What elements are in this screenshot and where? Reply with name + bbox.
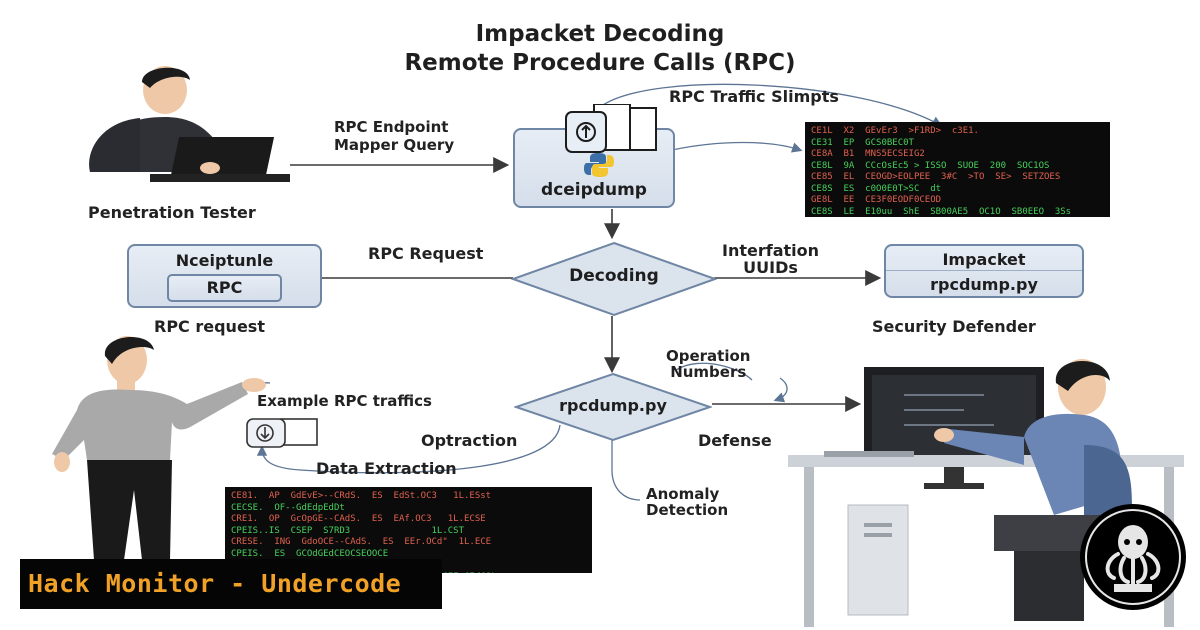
terminal-line: CE1L X2 GEvEr3 >F1RD> c3E1. [811,126,979,136]
anomaly-line-1: Anomaly [646,485,720,503]
terminal-line: CPEIS. ES GCOdGEdCEOCSEOOCE [231,548,389,559]
rpc-request-arrow-label: RPC Request [368,244,484,263]
traffic-documents-icon [246,418,318,448]
anomaly-detection-label: Anomaly Detection [646,486,728,518]
terminal-bottom-panel: CE81. AP GdEvE>--CRdS. ES EdSt.OC3 1L.ES… [225,487,592,573]
example-traffics-label: Example RPC traffics [257,392,432,410]
terminal-line: GE8L EE CE3F0EODF0CEOD [811,195,942,205]
nceiptunle-title: Nceiptunle [175,251,274,270]
rpcdump-label: rpcdump.py [559,396,667,415]
anomaly-line-2: Detection [646,501,729,519]
arrow-data-extraction [256,424,561,474]
interfation-uuids-label: Interfation UUIDs [722,242,819,276]
endpoint-query-label: RPC Endpoint Mapper Query [334,118,454,154]
documents-icon [565,104,657,153]
traffic-slimpts-label: RPC Traffic Slimpts [669,87,839,106]
endpoint-line-2: Mapper Query [334,136,455,154]
impacket-title: Impacket [942,250,1026,269]
security-defender-label: Security Defender [872,317,1036,336]
impacket-node[interactable]: Impacket rpcdump.py [884,244,1084,298]
optraction-label: Optraction [421,431,518,450]
decoding-node[interactable] [511,241,717,317]
terminal-line: CE81. AP GdEvE>--CRdS. ES EdSt.OC3 1L.ES… [231,491,492,501]
dceipdump-label: dceipdump [541,180,647,200]
octopus-logo-badge [1080,504,1186,610]
python-logo-icon [584,153,614,177]
terminal-line: CE8S LE E10uu ShE SB00AE5 OC1O SB0EEO 3S… [811,206,1072,217]
presenter-figure [52,336,266,560]
terminal-line: CE85 EL CEOGD>EOLPEE 3#C >TO SE> SETZOES [811,172,1061,182]
title-line-1: Impacket Decoding [475,21,725,47]
terminal-line: CPEIS..IS CSEP S7RD3 1L.CST [231,525,464,536]
interfation-line-2: UUIDs [743,258,798,277]
terminal-line: CE31 EP GCS0BEC0T [811,137,914,148]
operation-line-1: Operation [666,347,751,365]
operation-numbers-label: Operation Numbers [666,348,750,380]
page-title: Impacket Decoding Remote Procedure Calls… [300,20,900,78]
rpcdump-node[interactable] [514,372,712,442]
nceiptunle-node[interactable]: Nceiptunle RPC [127,244,322,308]
hack-monitor-banner: Hack Monitor - Undercode [20,559,442,609]
nceiptunle-inner: RPC [167,274,282,302]
terminal-line: CECSE. OF--GdEdpEdDt [231,502,345,513]
arrow-operation-numbers [675,362,788,400]
terminal-line: CE8A B1 MNS5ECSEIG2 [811,149,925,159]
defense-label: Defense [698,431,772,450]
rpc-request-caption: RPC request [154,317,265,336]
terminal-line: CE8S ES c0O0E0T>SC dt [811,183,942,194]
arrow-traffic-slimpts [599,83,943,127]
data-extraction-label: Data Extraction [316,459,457,478]
interfation-line-1: Interfation [722,241,820,260]
terminal-line: CE8L 9A CCcOsEc5 > ISSO SUOE 200 SOC1OS [811,160,1050,171]
title-line-2: Remote Procedure Calls (RPC) [404,50,796,76]
penetration-tester-figure [89,66,290,182]
impacket-inner: rpcdump.py [930,275,1038,294]
terminal-top-panel: CE1L X2 GEvEr3 >F1RD> c3E1.CE31 EP GCS0B… [805,122,1110,217]
endpoint-line-1: RPC Endpoint [334,118,449,136]
operation-line-2: Numbers [670,363,747,381]
arrow-to-terminal [671,141,803,153]
arrow-anomaly [611,440,641,501]
terminal-line: CRE1. OP GcOpGE--CAdS. ES EAf.OC3 1L.ECS… [231,514,486,524]
terminal-line: CRESE. ING GdoOCE--CAdS. ES EEr.OCd" 1L.… [231,537,492,547]
decoding-label: Decoding [569,266,659,286]
penetration-tester-label: Penetration Tester [88,203,256,222]
